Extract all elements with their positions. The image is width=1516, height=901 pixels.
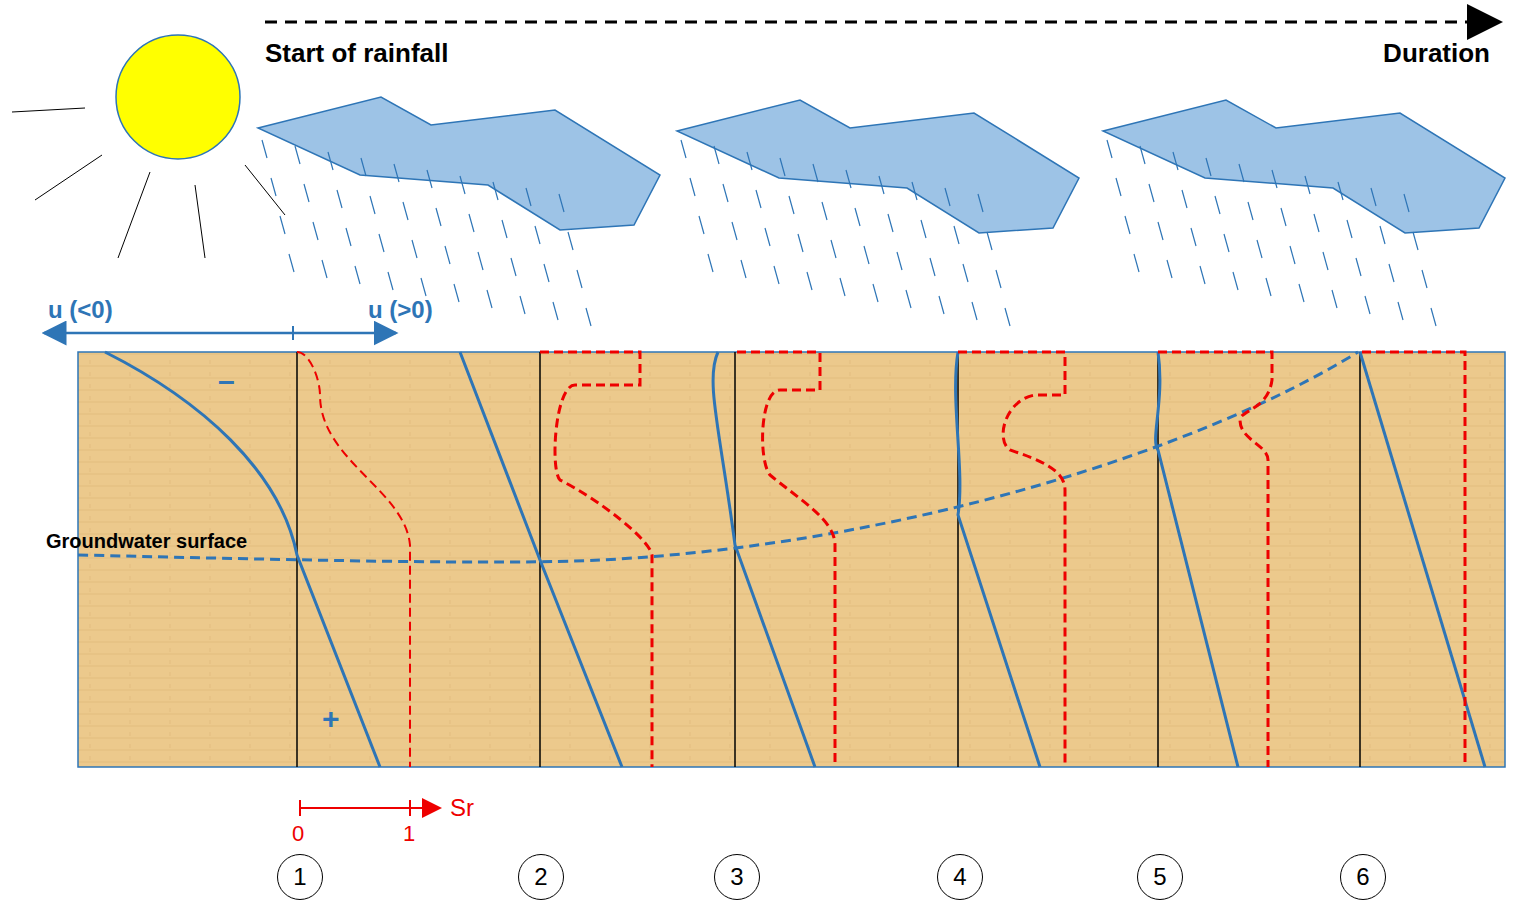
- callout-circle: 6: [1340, 854, 1386, 900]
- callout-number: 6: [1356, 863, 1369, 891]
- groundwater-label: Groundwater surface: [46, 531, 247, 551]
- sun: [12, 35, 285, 258]
- groundwater-line: [78, 352, 1358, 562]
- pore-pressure-profiles: [105, 352, 1485, 767]
- axis-label: u (>0): [368, 298, 433, 322]
- callout-circle: 3: [714, 854, 760, 900]
- callout-circle: 4: [937, 854, 983, 900]
- pressure-axis: [44, 326, 396, 340]
- axis-label: Sr: [450, 796, 474, 820]
- tick-label: 0: [292, 823, 304, 845]
- saturation-profiles: [297, 352, 1465, 767]
- axis-label: u (<0): [48, 298, 113, 322]
- sign-label: –: [218, 366, 235, 396]
- callout-number: 1: [293, 863, 306, 891]
- time-arrow: [265, 21, 1500, 24]
- callout-circle: 1: [277, 854, 323, 900]
- callout-number: 2: [534, 863, 547, 891]
- rain-clouds: [258, 97, 1505, 326]
- soil-column: [78, 352, 1505, 767]
- reference-axes: [297, 352, 1360, 767]
- sign-label: +: [322, 704, 340, 734]
- time-label: Start of rainfall: [265, 40, 448, 66]
- tick-label: 1: [403, 823, 415, 845]
- callout-number: 3: [730, 863, 743, 891]
- callout-circle: 2: [518, 854, 564, 900]
- callout-circle: 5: [1137, 854, 1183, 900]
- time-label: Duration: [1383, 40, 1490, 66]
- callout-number: 5: [1153, 863, 1166, 891]
- callout-number: 4: [953, 863, 966, 891]
- saturation-axis: [300, 800, 440, 816]
